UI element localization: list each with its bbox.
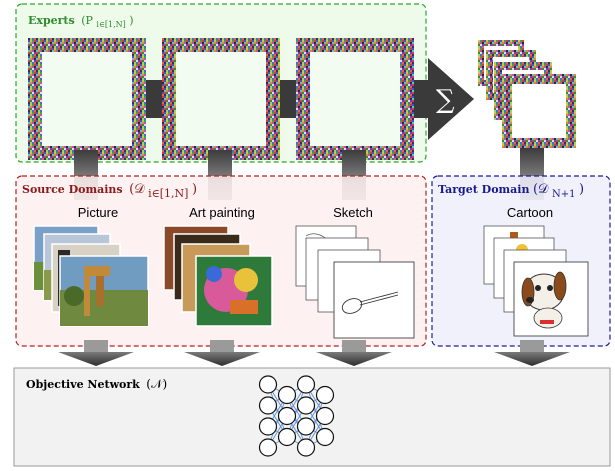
down-arrow [494, 340, 570, 366]
domain-name-sketch: Sketch [333, 205, 373, 220]
objective-network-label: Objective Network (𝒩) [26, 377, 167, 391]
nn-node [296, 438, 316, 457]
domain-name-art-painting: Art painting [189, 205, 255, 220]
sum-symbol: ∑ [436, 85, 455, 115]
nn-node [258, 396, 278, 415]
experts-label: Experts (P i∈[1,N] ) [28, 14, 134, 30]
target-domain-label: Target Domain (𝒟 N+1 ) [438, 182, 584, 200]
domain-name-picture: Picture [78, 205, 118, 220]
nn-node [296, 375, 316, 394]
nn-node [296, 417, 316, 436]
cartoon-image-stack [483, 225, 589, 337]
combined-expert-stack [478, 40, 576, 148]
expert-frame [162, 38, 280, 160]
nn-node [315, 406, 335, 426]
expert-connector [280, 80, 296, 118]
expert-frame [296, 38, 414, 160]
nn-node [258, 438, 278, 457]
nn-edge [286, 384, 307, 438]
down-arrow [316, 340, 392, 366]
sketch-image-stack [295, 225, 415, 339]
down-arrow [58, 340, 134, 366]
nn-edge [305, 394, 326, 448]
nn-node [277, 427, 297, 447]
nn-node [258, 417, 278, 436]
expert-frame [28, 38, 146, 160]
sum-arrow [414, 58, 474, 140]
nn-node [296, 396, 316, 415]
nn-node [258, 375, 278, 394]
nn-node [315, 385, 335, 405]
expert-connector [146, 80, 162, 118]
neural-network-icon [258, 375, 335, 457]
art-painting-image-stack [163, 225, 273, 327]
domain-name-cartoon: Cartoon [507, 205, 553, 220]
picture-image-stack [33, 225, 149, 327]
down-arrow [184, 340, 260, 366]
nn-node [277, 385, 297, 405]
nn-node [277, 406, 297, 426]
nn-edge [267, 394, 288, 448]
source-domains-label: Source Domains (𝒟 i∈[1,N] ) [22, 182, 197, 200]
nn-node [315, 427, 335, 447]
